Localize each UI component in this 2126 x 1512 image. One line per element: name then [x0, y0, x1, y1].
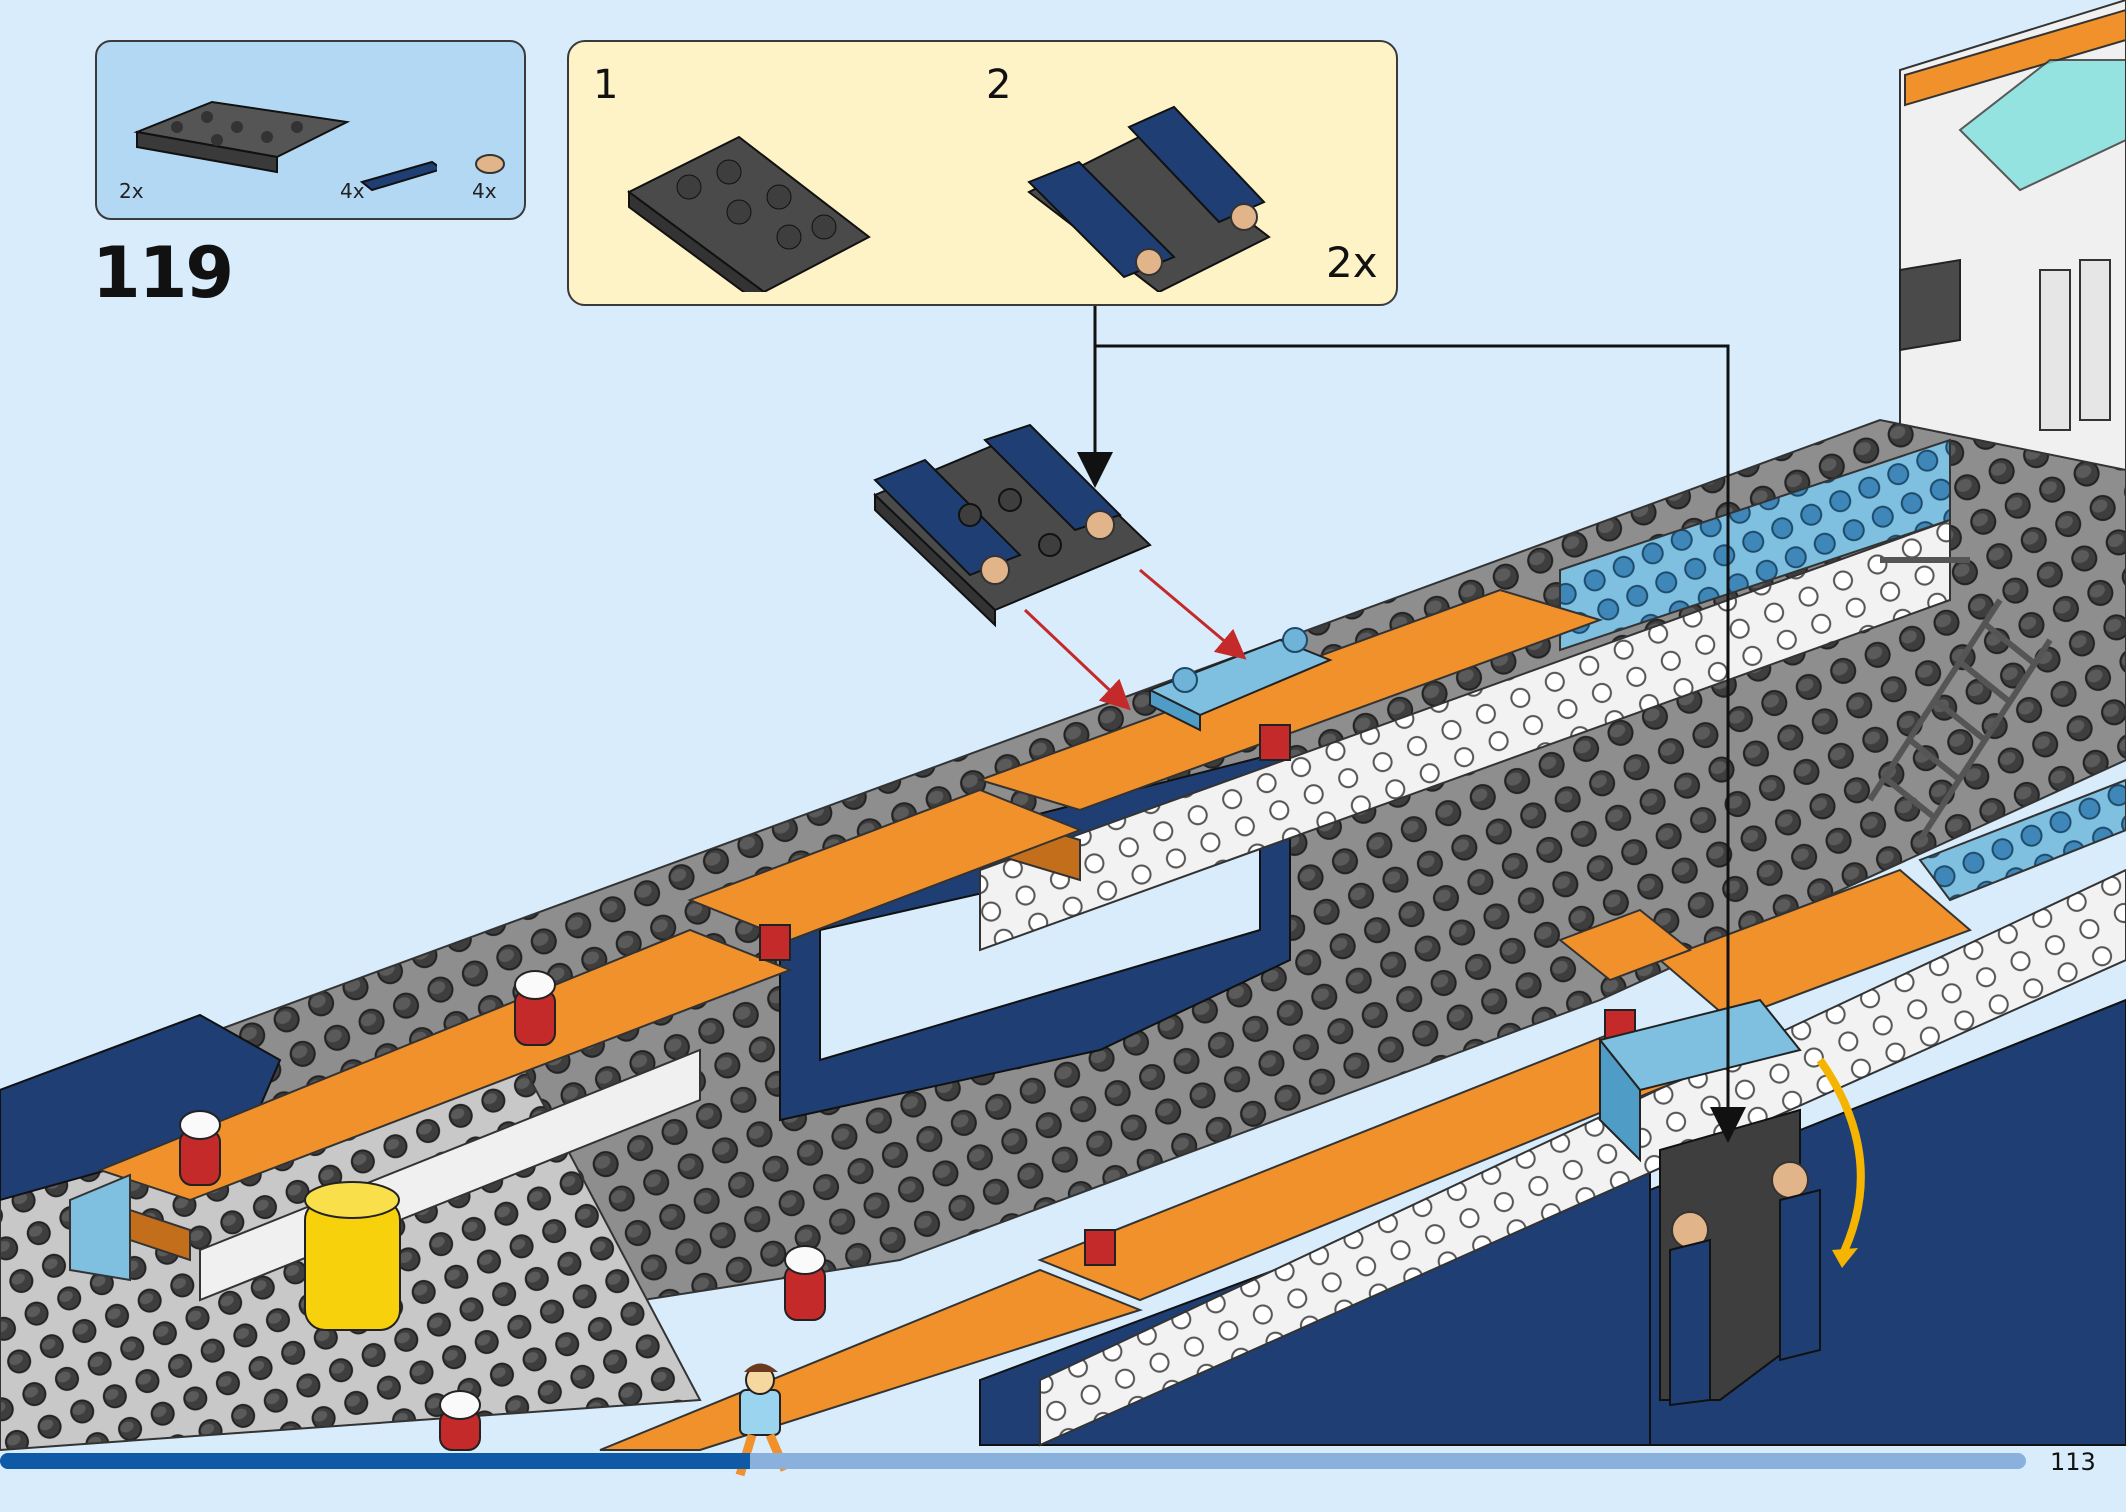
- ladder: [1867, 557, 2053, 842]
- parts-illustration: [133, 100, 437, 192]
- substep-2-illustration: [1027, 105, 1271, 292]
- substep-label-1: 1: [593, 62, 619, 108]
- part-qty-plate: 2x: [119, 179, 144, 203]
- progress-fill: [0, 1453, 750, 1469]
- substep-label-2: 2: [986, 62, 1012, 108]
- part-qty-tile: 4x: [340, 179, 365, 203]
- cabin-structure: [1899, 0, 2126, 522]
- substep-multiplier: 2x: [1326, 238, 1378, 287]
- substep-1-illustration: [627, 135, 871, 292]
- floating-submodel: [873, 423, 1152, 628]
- progress-bar: [0, 1453, 2026, 1469]
- step-number: 119: [92, 232, 234, 314]
- part-qty-round-tile: 4x: [472, 179, 497, 203]
- substep-callout: 1 2 2x: [567, 40, 1398, 306]
- tan-round-tile-icon: [475, 154, 505, 174]
- bollards: [179, 970, 826, 1451]
- parts-list: 2x 4x 4x: [95, 40, 526, 220]
- page-number: 113: [2050, 1448, 2096, 1476]
